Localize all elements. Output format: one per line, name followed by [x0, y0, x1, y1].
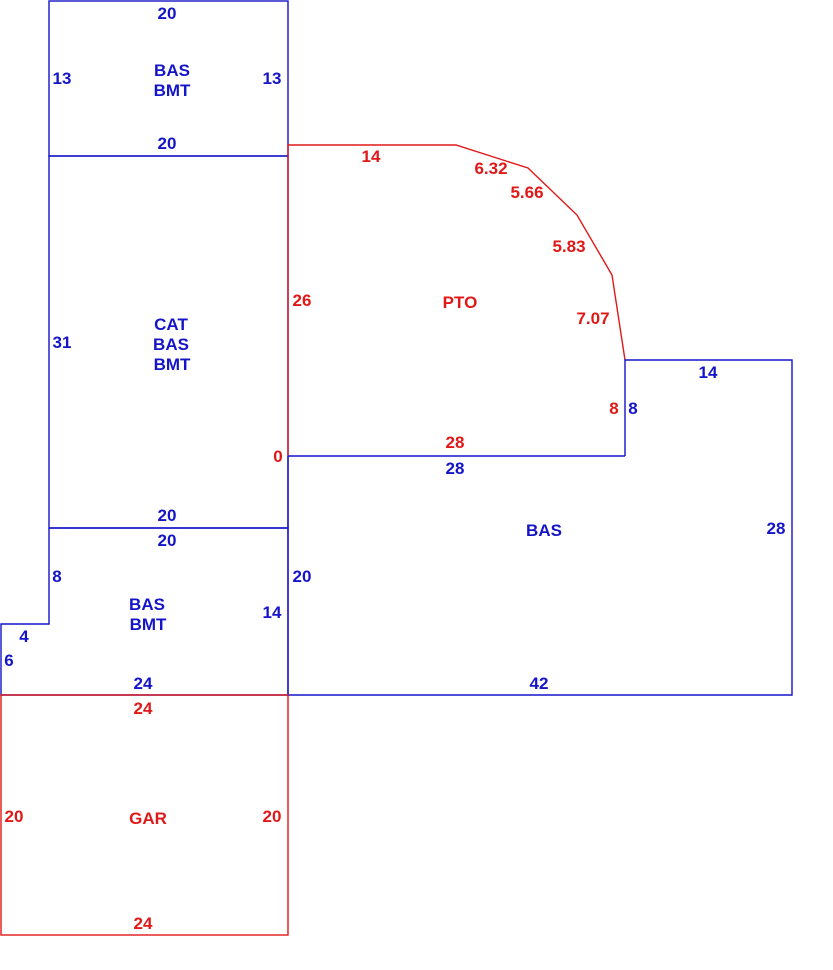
dim-upper-left: 13 — [53, 69, 72, 88]
dim-bas-right: 28 — [767, 519, 786, 538]
dim-gar-right: 20 — [263, 807, 282, 826]
dim-bas-bottom: 42 — [530, 674, 549, 693]
dim-bas-notch: 8 — [628, 399, 637, 418]
dim-lower-right: 14 — [263, 603, 282, 622]
upper-bas-bmt-label-2: BMT — [154, 81, 191, 100]
bas-label: BAS — [526, 521, 562, 540]
dim-bas-top-right: 14 — [699, 363, 718, 382]
gar-label: GAR — [129, 809, 167, 828]
dim-pto-zero: 0 — [273, 447, 282, 466]
dim-gar-left: 20 — [5, 807, 24, 826]
dim-pto-seg-1: 6.32 — [474, 159, 507, 178]
dim-cat-left: 31 — [53, 333, 72, 352]
dim-pto-seg-4: 7.07 — [576, 309, 609, 328]
dim-upper-top: 20 — [158, 4, 177, 23]
lower-bas-bmt-label-2: BMT — [130, 615, 167, 634]
dim-pto-right: 8 — [609, 399, 618, 418]
dim-pto-seg-2: 5.66 — [510, 183, 543, 202]
dim-lower-left-lower: 6 — [4, 651, 13, 670]
cat-bas-bmt-label-2: BAS — [153, 335, 189, 354]
dim-upper-bottom: 20 — [158, 134, 177, 153]
dim-gar-bottom: 24 — [134, 914, 153, 933]
dim-bas-top: 28 — [446, 459, 465, 478]
pto-label: PTO — [443, 293, 478, 312]
pto-outline — [287, 144, 626, 456]
dim-pto-top: 14 — [362, 147, 381, 166]
dim-gar-top: 24 — [134, 699, 153, 718]
cat-bas-bmt-label-1: CAT — [154, 315, 188, 334]
dim-upper-right: 13 — [263, 69, 282, 88]
dim-lower-step: 4 — [19, 627, 29, 646]
upper-bas-bmt-label-1: BAS — [154, 61, 190, 80]
lower-bas-bmt-label-1: BAS — [129, 595, 165, 614]
dim-lower-left-upper: 8 — [52, 567, 61, 586]
dim-pto-bottom: 28 — [446, 433, 465, 452]
dim-lower-bottom: 24 — [134, 674, 153, 693]
dim-pto-seg-3: 5.83 — [552, 237, 585, 256]
dim-lower-top: 20 — [158, 531, 177, 550]
cat-bas-bmt-label-3: BMT — [154, 355, 191, 374]
dim-pto-left: 26 — [293, 291, 312, 310]
gar-outline — [0, 694, 289, 936]
dim-bas-left: 20 — [293, 567, 312, 586]
dim-cat-bottom: 20 — [158, 506, 177, 525]
